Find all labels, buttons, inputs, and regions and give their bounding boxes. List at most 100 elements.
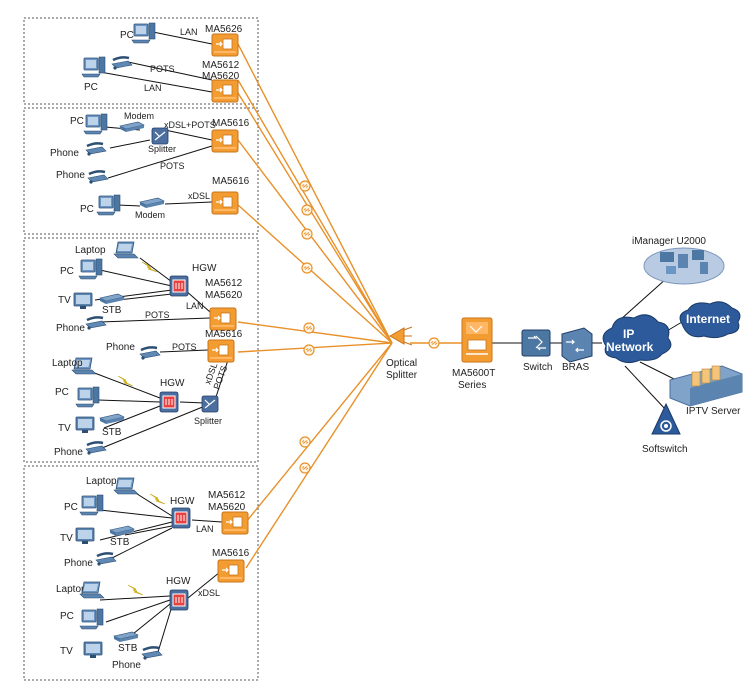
softswitch: Softswitch (642, 402, 688, 455)
softswitch-icon (651, 402, 681, 435)
phone-icon (86, 170, 110, 185)
laptop-icon (79, 581, 105, 599)
pc-icon (96, 194, 121, 216)
lightning-icon (141, 261, 158, 273)
g3-laptop2-label: Laptop (52, 358, 83, 369)
internet: Internet (679, 301, 741, 339)
fiber-links (237, 43, 462, 569)
pc-icon (131, 22, 156, 44)
pc-icon (75, 386, 100, 408)
g1-onu1-label: MA5626 (205, 24, 243, 35)
pc-icon (83, 113, 108, 135)
onu-icon (207, 339, 235, 363)
group-box-2 (23, 107, 259, 235)
g3-lan-label: LAN (186, 301, 204, 311)
g2-phone1-label: Phone (50, 148, 79, 159)
laptop-icon (113, 241, 139, 259)
laptop-icon (113, 477, 139, 495)
g4-onu1a-label: MA5612 (208, 490, 246, 501)
g4-phone1-label: Phone (64, 558, 93, 569)
stb-icon (109, 525, 135, 537)
internet-cloud (679, 301, 741, 339)
g2-onu2-label: MA5616 (212, 176, 250, 187)
ip-network-cloud (602, 314, 672, 364)
g3-splitter-label: Splitter (194, 416, 222, 426)
group-1: PC LAN MA5626 PC POTS LAN MA5612 MA5620 (81, 22, 243, 103)
g2-modem1-label: Modem (124, 111, 154, 121)
g3-phone3-label: Phone (54, 447, 83, 458)
iptv-server: IPTV Server (669, 365, 743, 417)
phone-icon (84, 441, 108, 456)
g4-onu1b-label: MA5620 (208, 502, 246, 513)
hgw-icon (159, 391, 179, 413)
g3-stb1-label: STB (102, 305, 122, 316)
hgw-icon (169, 275, 189, 297)
g3-laptop1-label: Laptop (75, 245, 106, 256)
tv-icon (75, 527, 95, 545)
g1-pc2-label: PC (84, 82, 98, 93)
imanager-label: iManager U2000 (632, 236, 706, 247)
g4-pc2-label: PC (60, 611, 74, 622)
phone-icon (94, 552, 118, 567)
g4-hgw1-label: HGW (170, 496, 195, 507)
g4-onu2-label: MA5616 (212, 548, 250, 559)
phone-icon (110, 56, 134, 71)
ip-network-label-1: IP (623, 327, 634, 341)
bras-label: BRAS (562, 362, 590, 373)
g4-stb1-label: STB (110, 537, 130, 548)
olt-label-2: Series (458, 380, 486, 391)
g2-pc2-label: PC (80, 204, 94, 215)
tv-icon (73, 292, 93, 310)
g3-tv2-label: TV (58, 423, 71, 434)
phone-icon (84, 142, 108, 157)
g3-pots2-label: POTS (172, 342, 197, 352)
g3-pc1-label: PC (60, 266, 74, 277)
pc-icon (81, 56, 106, 78)
g2-pots-label: POTS (160, 161, 185, 171)
stb-icon (113, 631, 139, 643)
lightning-icon (149, 493, 166, 505)
group-box-3 (23, 237, 259, 463)
g1-pots-label: POTS (150, 64, 175, 74)
onu-icon (209, 307, 237, 331)
g4-tv1-label: TV (60, 533, 73, 544)
pc-icon (79, 608, 104, 630)
onu-icon (211, 33, 239, 57)
g1-onu2a-label: MA5612 (202, 60, 240, 71)
onu-icon (217, 559, 245, 583)
switch: Switch (521, 329, 552, 373)
optical-splitter: Optical Splitter (386, 326, 418, 381)
onu-icon (211, 129, 239, 153)
g4-hgw2-label: HGW (166, 576, 191, 587)
g4-xdsl-label: xDSL (198, 588, 220, 598)
internet-label: Internet (686, 312, 730, 326)
iptv-server-label: IPTV Server (686, 406, 741, 417)
tv-icon (75, 416, 95, 434)
optical-splitter-label-2: Splitter (386, 370, 418, 381)
switch-label: Switch (523, 362, 552, 373)
modem-icon (139, 197, 165, 209)
g2-pc1-label: PC (70, 116, 84, 127)
phone-icon (84, 316, 108, 331)
g3-phone1-label: Phone (56, 323, 85, 334)
switch-icon (521, 329, 551, 357)
g4-pc1-label: PC (64, 502, 78, 513)
olt: MA5600T Series (452, 317, 495, 391)
g4-lan-label: LAN (196, 524, 214, 534)
imanager-icon (643, 247, 725, 285)
g4-laptop1-label: Laptop (86, 476, 117, 487)
g4-laptop2-label: Laptop (56, 584, 87, 595)
g3-hgw2-label: HGW (160, 378, 185, 389)
onu-icon (211, 191, 239, 215)
g2-xdsl-pots-label: xDSL+POTS (164, 120, 216, 130)
g4-stb2-label: STB (118, 643, 138, 654)
olt-icon (461, 317, 493, 363)
phone-icon (138, 346, 162, 361)
g1-onu2b-label: MA5620 (202, 71, 240, 82)
ip-network-label-2: Network (606, 340, 654, 354)
g4-tv2-label: TV (60, 646, 73, 657)
g3-onu1a-label: MA5612 (205, 278, 243, 289)
g3-stb2-label: STB (102, 427, 122, 438)
g1-lan1-label: LAN (180, 27, 198, 37)
